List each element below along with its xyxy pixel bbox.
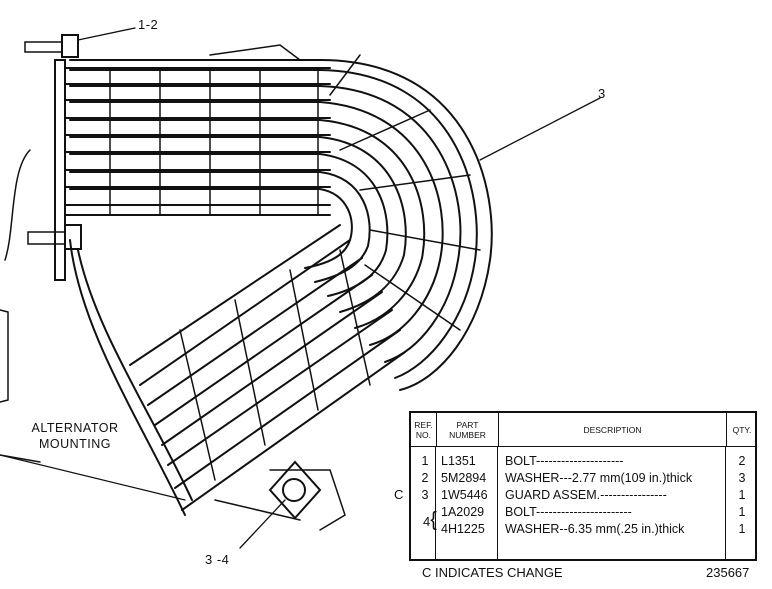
engine-outline <box>0 44 346 531</box>
table-row: 4H1225 WASHER--6.35 mm(.25 in.)thick 1 <box>441 522 746 536</box>
header-qty: QTY. <box>727 413 757 447</box>
outer-band-2 <box>69 69 478 379</box>
col-divider <box>435 447 436 559</box>
mounting-plate <box>54 59 66 281</box>
band-4 <box>69 101 444 346</box>
table-row: 1 L1351 BOLT--------------------- 2 <box>421 454 746 468</box>
bottom-bolt <box>282 478 306 502</box>
top-bolt-head <box>61 34 79 58</box>
col-divider <box>725 447 726 559</box>
alternator-mounting-label: ALTERNATOR MOUNTING <box>31 421 119 451</box>
bottom-bracket <box>268 460 322 520</box>
top-bolt-shank <box>24 41 63 53</box>
callout-3-4: 3 -4 <box>205 552 230 567</box>
mid-bolt-head <box>64 224 82 250</box>
band-9 <box>69 188 353 269</box>
header-description: DESCRIPTION <box>499 413 727 447</box>
leader-34 <box>239 499 286 549</box>
lower-left-curve <box>69 239 193 516</box>
callout-1-2: 1-2 <box>138 17 159 32</box>
callout-3: 3 <box>598 86 606 101</box>
table-row: 1A2029 BOLT----------------------- 1 <box>441 505 746 519</box>
table-row: 3 1W5446 GUARD ASSEM.---------------- 1 <box>421 488 746 502</box>
drawing-number: 235667 <box>706 565 750 580</box>
band-6 <box>69 136 407 313</box>
vertical-ribs <box>109 67 319 216</box>
outer-band <box>69 59 493 391</box>
radial-ribs <box>329 54 481 331</box>
table-row: 2 5M2894 WASHER---2.77 mm(109 in.)thick … <box>421 471 746 485</box>
diagonal-ribs <box>179 249 371 481</box>
leader-alt <box>0 454 186 501</box>
diagonal-bars <box>129 224 406 511</box>
band-3 <box>69 85 462 363</box>
leader-12 <box>77 27 136 41</box>
group-ref-4: 4{ <box>423 509 437 531</box>
header-ref-no: REF.NO. <box>411 413 437 447</box>
change-mark: C <box>394 487 404 502</box>
change-note: C INDICATES CHANGE <box>422 565 563 580</box>
leader-3 <box>479 97 601 161</box>
col-divider <box>497 447 498 559</box>
band-5 <box>69 119 426 329</box>
mid-bolt-shank <box>27 231 66 245</box>
horizontal-bars <box>64 67 331 216</box>
